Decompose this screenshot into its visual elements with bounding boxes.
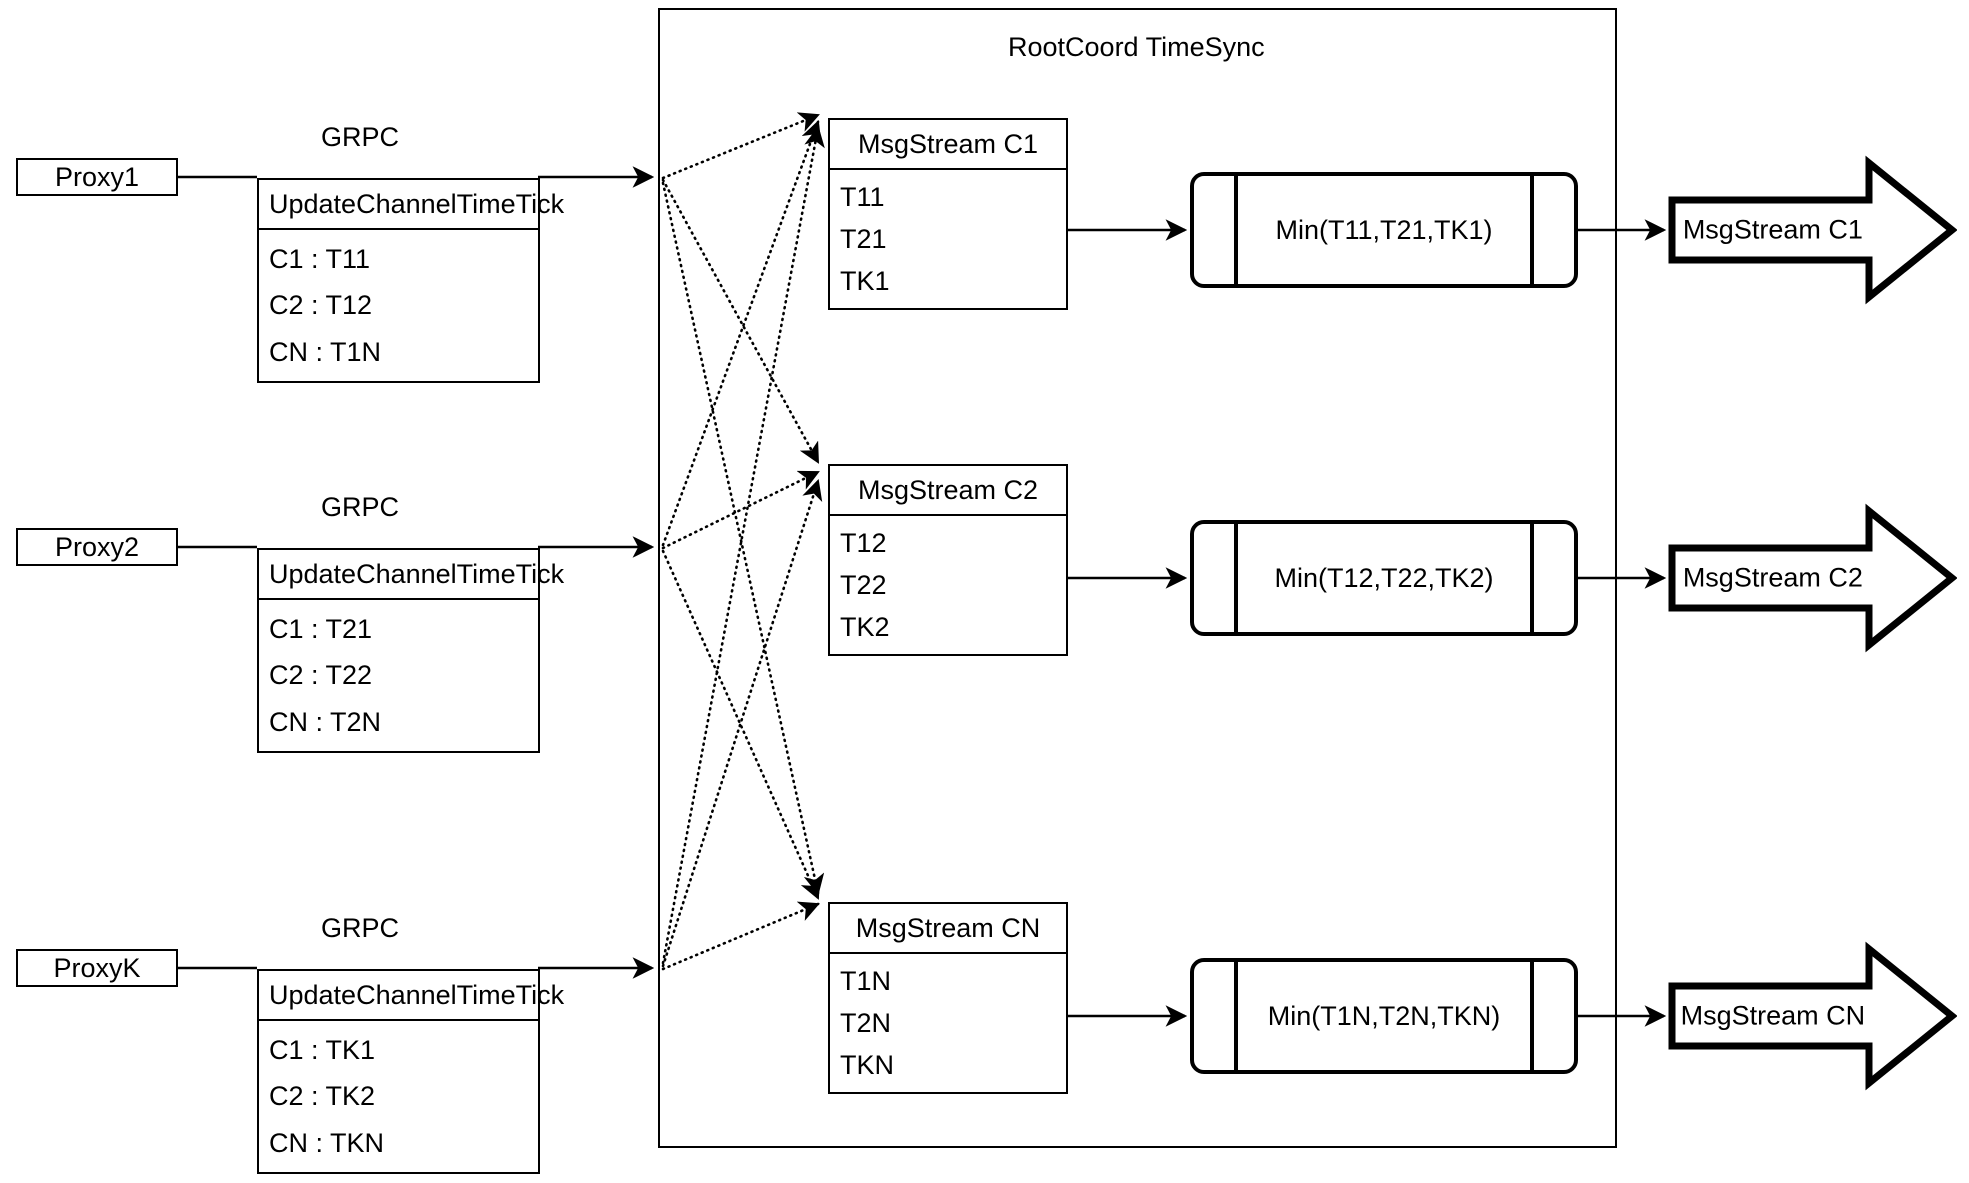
timetick-row: C2 : T22	[269, 660, 373, 691]
proxy-box-2[interactable]: Proxy2	[16, 528, 178, 566]
grpc-label-2: GRPC	[320, 492, 399, 522]
proxy-box-label: ProxyK	[53, 952, 141, 983]
timetick-row: C1 : T21	[269, 613, 373, 644]
proxy-box-label: Proxy2	[54, 531, 140, 562]
output-block-arrow-3: MsgStream CN	[1667, 941, 1957, 1091]
msgstream-box-3: MsgStream CN T1N T2N TKN	[828, 902, 1068, 1094]
timetick-row: C1 : T11	[269, 243, 371, 274]
timetick-row: C1 : TK1	[269, 1034, 376, 1065]
update-channel-timetick-rows: C1 : T21 C2 : T22 CN : T2N	[259, 600, 538, 751]
msgstream-rows: T12 T22 TK2	[830, 516, 1066, 654]
min-process-1: Min(T11,T21,TK1)	[1190, 172, 1578, 288]
msgstream-box-1: MsgStream C1 T11 T21 TK1	[828, 118, 1068, 310]
output-block-arrow-label: MsgStream CN	[1680, 1000, 1866, 1031]
msgstream-row: T12	[840, 527, 887, 558]
grpc-label-3: GRPC	[320, 913, 399, 943]
timetick-row: CN : TKN	[269, 1127, 385, 1158]
update-channel-timetick-box-2: UpdateChannelTimeTick C1 : T21 C2 : T22 …	[257, 548, 564, 753]
output-block-arrow-2: MsgStream C2	[1667, 503, 1957, 653]
proxy-box-1[interactable]: Proxy1	[16, 158, 178, 196]
msgstream-rows: T1N T2N TKN	[830, 954, 1066, 1092]
msgstream-title: MsgStream C2	[830, 466, 1066, 516]
min-process-label: Min(T11,T21,TK1)	[1275, 214, 1493, 245]
msgstream-row: TK1	[840, 265, 890, 296]
process-divider-right	[1530, 958, 1534, 1074]
update-channel-timetick-box-1: UpdateChannelTimeTick C1 : T11 C2 : T12 …	[257, 178, 564, 383]
output-block-arrow-1: MsgStream C1	[1667, 155, 1957, 305]
msgstream-row: T1N	[840, 965, 892, 996]
msgstream-box-2: MsgStream C2 T12 T22 TK2	[828, 464, 1068, 656]
update-channel-timetick-rows: C1 : T11 C2 : T12 CN : T1N	[259, 230, 538, 381]
update-channel-timetick-title: UpdateChannelTimeTick	[259, 180, 564, 230]
update-channel-timetick-box-3: UpdateChannelTimeTick C1 : TK1 C2 : TK2 …	[257, 969, 564, 1174]
msgstream-title: MsgStream C1	[830, 120, 1066, 170]
timetick-row: CN : T2N	[269, 706, 382, 737]
process-divider-right	[1530, 172, 1534, 288]
msgstream-row: T21	[840, 223, 887, 254]
process-divider-left	[1234, 520, 1238, 636]
grpc-label-1: GRPC	[320, 122, 399, 152]
msgstream-rows: T11 T21 TK1	[830, 170, 1066, 308]
min-process-2: Min(T12,T22,TK2)	[1190, 520, 1578, 636]
min-process-3: Min(T1N,T2N,TKN)	[1190, 958, 1578, 1074]
timetick-row: CN : T1N	[269, 336, 382, 367]
msgstream-title: MsgStream CN	[830, 904, 1066, 954]
proxy-box-label: Proxy1	[54, 161, 140, 192]
update-channel-timetick-rows: C1 : TK1 C2 : TK2 CN : TKN	[259, 1021, 538, 1172]
output-block-arrow-label: MsgStream C1	[1682, 214, 1863, 245]
timetick-row: C2 : TK2	[269, 1081, 376, 1112]
msgstream-row: T22	[840, 569, 887, 600]
update-channel-timetick-title: UpdateChannelTimeTick	[259, 550, 564, 600]
process-divider-left	[1234, 172, 1238, 288]
output-block-arrow-label: MsgStream C2	[1682, 562, 1863, 593]
msgstream-row: T2N	[840, 1007, 892, 1038]
rootcoord-timesync-container	[658, 8, 1617, 1148]
process-divider-right	[1530, 520, 1534, 636]
update-channel-timetick-title: UpdateChannelTimeTick	[259, 971, 564, 1021]
rootcoord-timesync-title: RootCoord TimeSync	[1008, 32, 1265, 62]
proxy-box-3[interactable]: ProxyK	[16, 949, 178, 987]
min-process-label: Min(T12,T22,TK2)	[1274, 562, 1494, 593]
msgstream-row: TK2	[840, 611, 890, 642]
timetick-row: C2 : T12	[269, 290, 373, 321]
msgstream-row: TKN	[840, 1049, 894, 1080]
min-process-label: Min(T1N,T2N,TKN)	[1267, 1000, 1501, 1031]
msgstream-row: T11	[840, 181, 885, 212]
process-divider-left	[1234, 958, 1238, 1074]
